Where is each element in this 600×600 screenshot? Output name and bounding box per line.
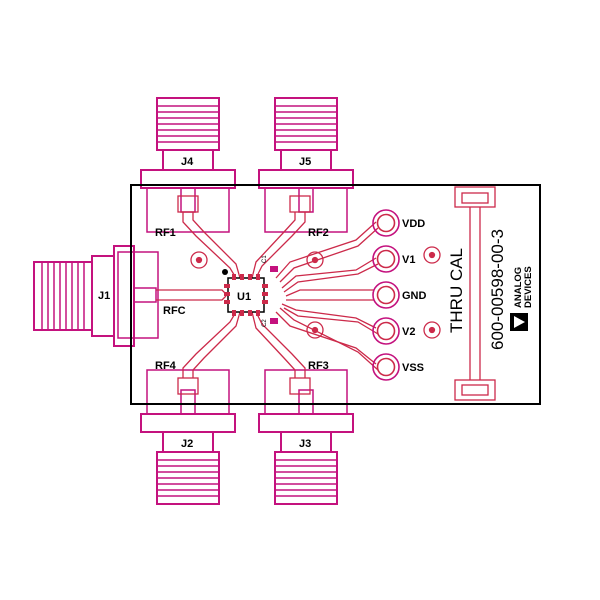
pin1-marker	[222, 269, 228, 275]
label-c2: C2	[262, 319, 268, 327]
label-j5: J5	[299, 156, 311, 168]
label-rf2: RF2	[308, 227, 329, 239]
label-vdd: VDD	[402, 218, 425, 230]
test-pad-vdd	[372, 209, 400, 237]
label-j3: J3	[299, 438, 311, 450]
label-u1: U1	[237, 291, 251, 303]
ic-u1-package	[222, 269, 268, 316]
connector-j5	[258, 97, 354, 233]
control-traces	[275, 221, 379, 371]
label-vss: VSS	[402, 362, 424, 374]
label-c1: C1	[262, 255, 268, 263]
connector-j3	[258, 369, 354, 505]
label-j4: J4	[181, 156, 194, 168]
connector-j2	[140, 369, 236, 505]
label-gnd: GND	[402, 290, 427, 302]
test-point-pads	[372, 209, 400, 381]
logo-text-devices: DEVICES	[523, 266, 534, 308]
logo-text-analog: ANALOG	[513, 267, 524, 308]
test-pad-vss	[372, 353, 400, 381]
label-thru-cal: THRU CAL	[447, 248, 466, 333]
thru-cal-trace	[454, 186, 496, 401]
label-rfc: RFC	[163, 305, 186, 317]
board-outline	[130, 184, 541, 405]
label-v1: V1	[402, 254, 415, 266]
label-v2: V2	[402, 326, 415, 338]
test-pad-gnd	[372, 281, 400, 309]
analog-devices-logo-icon	[510, 313, 528, 331]
label-rf1: RF1	[155, 227, 176, 239]
capacitor-pads	[270, 266, 278, 324]
connector-j1	[33, 245, 159, 347]
label-j2: J2	[181, 438, 193, 450]
mounting-holes	[190, 246, 441, 339]
connector-j4	[140, 97, 236, 233]
label-rf3: RF3	[308, 360, 329, 372]
label-j1: J1	[98, 290, 110, 302]
test-pad-v1	[372, 245, 400, 273]
label-rf4: RF4	[155, 360, 177, 372]
label-part-number: 600-00598-00-3	[488, 229, 507, 350]
test-pad-v2	[372, 317, 400, 345]
